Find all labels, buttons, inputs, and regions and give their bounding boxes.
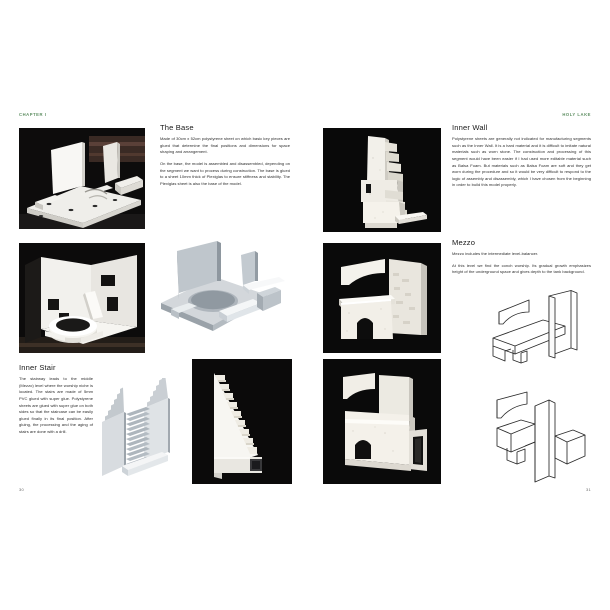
folio-right: 31 — [585, 487, 591, 492]
folio-left: 30 — [19, 487, 25, 492]
section-heading-the-base: The Base — [160, 123, 194, 132]
paragraph-the-base-2: On the base, the model is assembled and … — [160, 160, 290, 186]
section-the-base: The Base Made of 30cm x 52cm polystyrene… — [160, 123, 290, 187]
figure-mezzo-line-bottom — [487, 388, 593, 484]
section-inner-stair: Inner Stair The stairway leads to the mi… — [19, 363, 93, 435]
paragraph-the-base-1: Made of 30cm x 52cm polystyrene sheet on… — [160, 136, 290, 155]
paragraph-mezzo-1: Mezzo includes the intermediate level-ba… — [452, 251, 539, 257]
section-inner-wall: Inner Wall Polystyrene sheets are genera… — [452, 123, 591, 189]
section-heading-mezzo: Mezzo — [452, 238, 476, 247]
figure-stair-render — [100, 378, 188, 484]
paragraph-inner-stair-1: The stairway leads to the middle (Mezzo)… — [19, 376, 93, 434]
figure-base-render — [157, 237, 285, 347]
figure-base-photo-top — [19, 128, 145, 229]
paragraph-inner-wall-1: Polystyrene sheets are generally not ind… — [452, 136, 591, 188]
section-mezzo: Mezzo Mezzo includes the intermediate le… — [452, 238, 591, 276]
figure-inner-wall-photo — [323, 128, 441, 232]
running-head-right: HOLY LAKE — [562, 112, 591, 117]
figure-mezzo-photo-bottom — [323, 359, 441, 484]
figure-mezzo-photo-top — [323, 243, 441, 353]
figure-base-photo-bottom — [19, 243, 145, 353]
figure-stair-photo — [192, 359, 292, 484]
figure-mezzo-line-top — [487, 290, 593, 386]
paragraph-mezzo-2: At this level we find the conch worship.… — [452, 262, 591, 275]
section-heading-inner-stair: Inner Stair — [19, 363, 56, 372]
running-head-left: CHAPTER I — [19, 112, 47, 117]
section-heading-inner-wall: Inner Wall — [452, 123, 488, 132]
